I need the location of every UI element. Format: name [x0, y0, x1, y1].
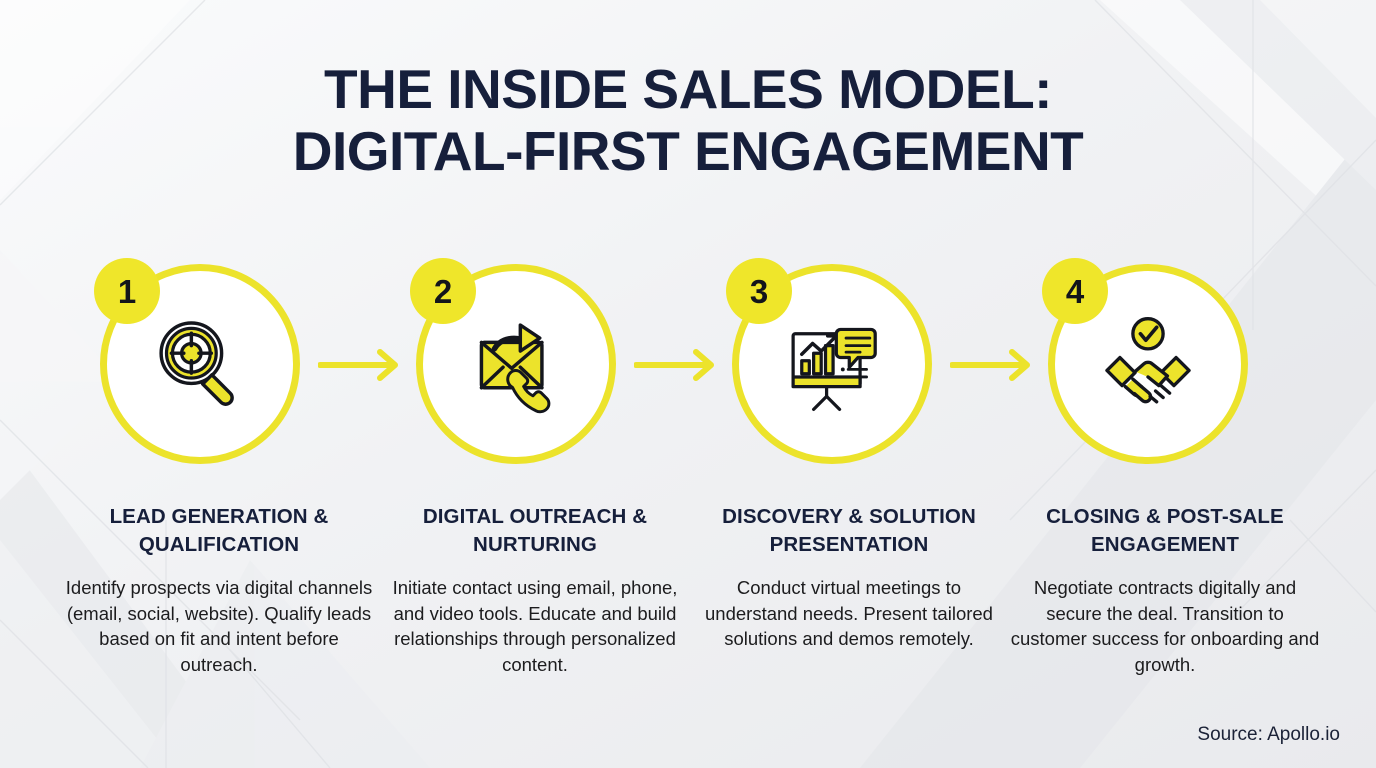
step-3-circle-group[interactable]: 3	[726, 258, 938, 470]
source-attribution: Source: Apollo.io	[1197, 724, 1340, 745]
step-1-text-block: LEAD GENERATION & QUALIFICATION Identify…	[60, 503, 378, 677]
step-4-heading: CLOSING & POST-SALE ENGAGEMENT	[1046, 505, 1284, 556]
title-line-1: THE INSIDE SALES MODEL:	[324, 58, 1053, 120]
step-1-circle-group[interactable]: 1	[94, 258, 306, 470]
envelope-forward-phone-icon	[479, 323, 551, 414]
presentation-chart-speech-icon	[791, 327, 877, 411]
step-3-circle	[732, 264, 932, 464]
step-1-description: Identify prospects via digital channels …	[65, 577, 373, 675]
step-4-description: Negotiate contracts digitally and secure…	[1010, 577, 1320, 675]
step-4-number: 4	[1065, 272, 1085, 310]
arrow-step-1-to-2	[318, 349, 398, 381]
magnifying-glass-target-icon	[159, 321, 234, 406]
arrow-step-2-to-3	[634, 349, 714, 381]
step-1-number: 1	[117, 272, 137, 310]
step-2-circle-group[interactable]: 2	[410, 258, 622, 470]
step-2-text-block: DIGITAL OUTREACH & NURTURING Initiate co…	[376, 503, 694, 677]
step-1-heading: LEAD GENERATION & QUALIFICATION	[109, 505, 329, 556]
arrow-step-3-to-4	[950, 349, 1030, 381]
step-2-heading: DIGITAL OUTREACH & NURTURING	[422, 505, 648, 556]
title-line-2: DIGITAL-FIRST ENGAGEMENT	[292, 120, 1084, 182]
step-3-number-badge: 3	[726, 258, 792, 324]
step-3-number: 3	[749, 272, 769, 310]
step-4-number-badge: 4	[1042, 258, 1108, 324]
step-2-description: Initiate contact using email, phone, and…	[392, 577, 678, 675]
handshake-check-icon	[1105, 316, 1191, 404]
step-3-heading: DISCOVERY & SOLUTION PRESENTATION	[722, 505, 976, 556]
step-4-text-block: CLOSING & POST-SALE ENGAGEMENT Negotiate…	[1006, 503, 1324, 677]
process-steps-row: 1	[0, 258, 1376, 490]
step-3-text-block: DISCOVERY & SOLUTION PRESENTATION Conduc…	[690, 503, 1008, 652]
page-title: THE INSIDE SALES MODEL: DIGITAL-FIRST EN…	[0, 58, 1376, 182]
step-2-number: 2	[433, 272, 453, 310]
step-1-number-badge: 1	[94, 258, 160, 324]
step-2-number-badge: 2	[410, 258, 476, 324]
step-3-description: Conduct virtual meetings to understand n…	[705, 577, 993, 649]
step-4-circle-group[interactable]: 4	[1042, 258, 1254, 470]
